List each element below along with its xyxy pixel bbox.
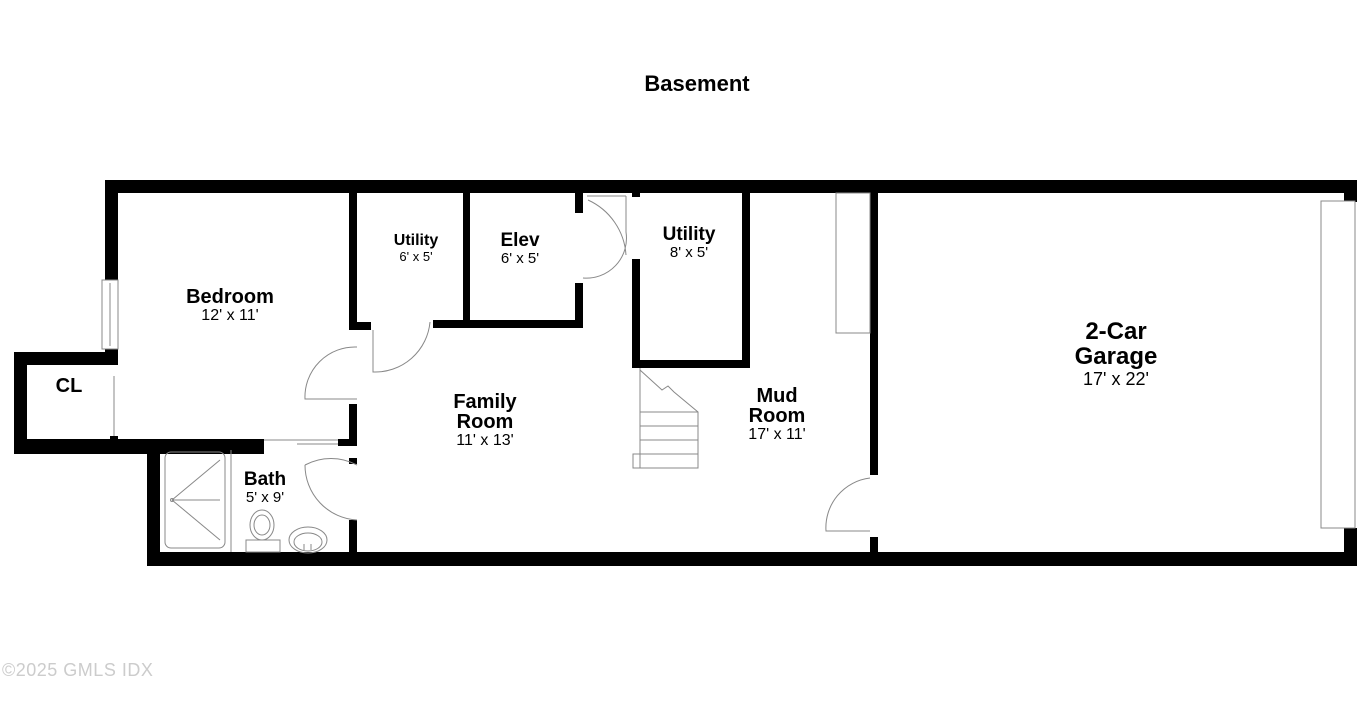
room-name-line2: Garage	[1074, 343, 1158, 371]
room-dims: 17' x 11'	[748, 426, 806, 443]
room-name: Utility	[393, 232, 439, 249]
room-dims: 5' x 9'	[245, 489, 285, 506]
garage-door-icon	[1320, 200, 1356, 529]
sink-icon	[288, 526, 328, 554]
room-name-line1: Mud	[756, 385, 798, 407]
room-name-line1: 2-Car	[1085, 318, 1147, 345]
toilet-icon	[245, 509, 281, 553]
room-dims: 11' x 13'	[456, 432, 514, 449]
room-utility-2: Utility 8' x 5'	[663, 225, 716, 260]
room-name: Bath	[243, 469, 287, 490]
room-name-line1: Family	[453, 391, 517, 413]
room-dims: 12' x 11'	[201, 307, 259, 324]
room-name-line2: Room	[456, 411, 514, 433]
room-bath: Bath 5' x 9'	[244, 470, 286, 505]
walls	[14, 180, 1357, 566]
room-garage: 2-Car Garage 17' x 22'	[1074, 318, 1158, 390]
room-utility-1: Utility 6' x 5'	[393, 232, 439, 264]
room-dims: 17' x 22'	[1083, 369, 1149, 390]
shower-icon	[164, 450, 232, 552]
stairs-icon	[632, 368, 699, 469]
fixtures	[101, 192, 1356, 554]
room-closet: CL	[56, 376, 83, 396]
room-name: Utility	[662, 224, 716, 245]
room-mud-room: Mud Room 17' x 11'	[748, 386, 805, 443]
floor-title: Basement	[644, 71, 750, 96]
room-bedroom: Bedroom 12' x 11'	[186, 287, 274, 324]
room-name-line2: Room	[748, 405, 806, 427]
room-elevator: Elev 6' x 5'	[500, 231, 539, 266]
room-name: CL	[55, 375, 83, 397]
room-dims: 6' x 5'	[399, 249, 433, 264]
copyright-watermark: ©2025 GMLS IDX	[2, 660, 154, 680]
room-name: Bedroom	[186, 286, 274, 308]
room-family-room: Family Room 11' x 13'	[453, 392, 516, 449]
room-name: Elev	[500, 230, 540, 251]
room-dims: 6' x 5'	[500, 250, 540, 267]
room-dims: 8' x 5'	[669, 244, 709, 261]
